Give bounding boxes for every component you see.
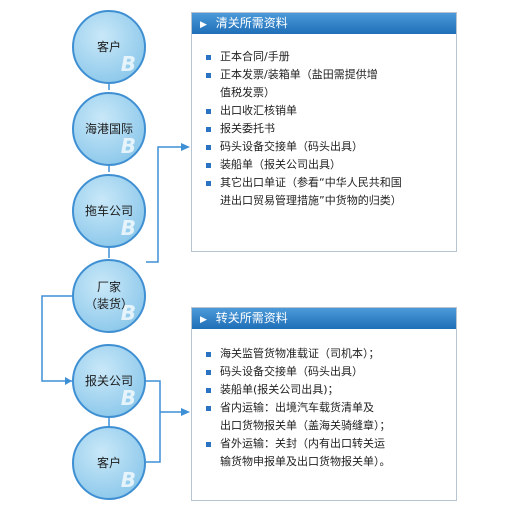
square-bullet-icon	[206, 163, 211, 168]
b-logo-icon: B	[120, 52, 136, 76]
square-bullet-icon	[206, 370, 211, 375]
list-item: 装船单（报关公司出具）	[206, 156, 448, 174]
panel-title: 转关所需资料	[215, 311, 288, 325]
node-label: 海港国际	[84, 121, 133, 136]
node-haigang[interactable]: 海港国际 B	[72, 92, 146, 166]
node-customer-bottom[interactable]: 客户 B	[72, 426, 146, 500]
item-text: 省外运输：关封（内有出口转关运	[220, 437, 385, 450]
list-item: 正本合同/手册	[206, 48, 448, 66]
item-text: 输货物申报单及出口货物报关单）。	[220, 455, 391, 468]
square-bullet-icon	[206, 145, 211, 150]
b-logo-icon: B	[120, 301, 136, 325]
customs-docs-panel: ▶ 清关所需资料 正本合同/手册 正本发票/装箱单（盐田需提供增 值税发票） 出…	[191, 12, 457, 252]
panel-title: 清关所需资料	[215, 16, 288, 30]
list-item: 出口收汇核销单	[206, 102, 448, 120]
list-item: 海关监管货物准载证（司机本）；	[206, 345, 448, 363]
list-item: 省内运输：出境汽车载货清单及	[206, 399, 448, 417]
node-label: 客户	[96, 39, 121, 54]
item-text: 出口收汇核销单	[220, 104, 297, 117]
list-item-continuation: 出口货物报关单（盖海关骑缝章）；	[206, 417, 448, 435]
list-item-continuation: 输货物申报单及出口货物报关单）。	[206, 453, 448, 471]
node-label: 厂家	[96, 280, 121, 294]
item-text: 装船单（报关公司出具）	[220, 158, 341, 171]
node-factory[interactable]: 厂家 （装货） B	[72, 259, 146, 333]
item-text: 出口货物报关单（盖海关骑缝章）；	[220, 419, 391, 432]
node-customer-top[interactable]: 客户 B	[72, 10, 146, 84]
b-logo-icon: B	[120, 386, 136, 410]
square-bullet-icon	[206, 442, 211, 447]
b-logo-icon: B	[120, 216, 136, 240]
customs-docs-list: 正本合同/手册 正本发票/装箱单（盐田需提供增 值税发票） 出口收汇核销单 报关…	[192, 34, 456, 210]
node-label: 报关公司	[84, 373, 133, 388]
transfer-docs-list: 海关监管货物准载证（司机本）； 码头设备交接单（码头出具） 装船单(报关公司出具…	[192, 329, 456, 471]
item-text: 码头设备交接单（码头出具）	[220, 365, 363, 378]
node-sublabel: （装货）	[84, 297, 133, 311]
square-bullet-icon	[206, 181, 211, 186]
item-text: 码头设备交接单（码头出具）	[220, 140, 363, 153]
list-item: 码头设备交接单（码头出具）	[206, 363, 448, 381]
item-text: 其它出口单证（参看“中华人民共和国	[220, 176, 402, 189]
triangle-right-icon: ▶	[200, 315, 207, 325]
item-text: 海关监管货物准载证（司机本）；	[220, 347, 380, 360]
item-text: 装船单(报关公司出具)；	[220, 383, 339, 396]
square-bullet-icon	[206, 73, 211, 78]
list-item: 报关委托书	[206, 120, 448, 138]
item-text: 正本合同/手册	[220, 50, 290, 63]
panel-header: ▶ 转关所需资料	[192, 308, 456, 329]
item-text: 正本发票/装箱单（盐田需提供增	[220, 68, 378, 81]
list-item: 装船单(报关公司出具)；	[206, 381, 448, 399]
square-bullet-icon	[206, 352, 211, 357]
connector-broker-loop	[146, 380, 161, 463]
b-logo-icon: B	[120, 468, 136, 492]
connector-to-customs	[146, 146, 183, 263]
list-item: 正本发票/装箱单（盐田需提供增	[206, 66, 448, 84]
connector-factory-loop	[41, 295, 72, 382]
item-text: 进出口贸易管理措施”中货物的归类）	[220, 194, 402, 207]
arrowhead-customs	[181, 143, 190, 151]
item-text: 报关委托书	[220, 122, 275, 135]
item-text: 省内运输：出境汽车载货清单及	[220, 401, 374, 414]
transfer-docs-panel: ▶ 转关所需资料 海关监管货物准载证（司机本）； 码头设备交接单（码头出具） 装…	[191, 307, 457, 501]
list-item: 其它出口单证（参看“中华人民共和国	[206, 174, 448, 192]
list-item-continuation: 值税发票）	[206, 84, 448, 102]
list-item-continuation: 进出口贸易管理措施”中货物的归类）	[206, 192, 448, 210]
b-logo-icon: B	[120, 134, 136, 158]
triangle-right-icon: ▶	[200, 20, 207, 30]
panel-header: ▶ 清关所需资料	[192, 13, 456, 34]
item-text: 值税发票）	[220, 86, 275, 99]
list-item: 省外运输：关封（内有出口转关运	[206, 435, 448, 453]
square-bullet-icon	[206, 127, 211, 132]
square-bullet-icon	[206, 406, 211, 411]
node-label: 拖车公司	[84, 203, 133, 218]
node-customs-broker[interactable]: 报关公司 B	[72, 344, 146, 418]
square-bullet-icon	[206, 388, 211, 393]
node-trucking[interactable]: 拖车公司 B	[72, 174, 146, 248]
node-label: 客户	[96, 455, 121, 470]
arrowhead-transfer	[181, 408, 190, 416]
arrowhead-broker	[65, 377, 72, 385]
list-item: 码头设备交接单（码头出具）	[206, 138, 448, 156]
square-bullet-icon	[206, 109, 211, 114]
square-bullet-icon	[206, 55, 211, 60]
